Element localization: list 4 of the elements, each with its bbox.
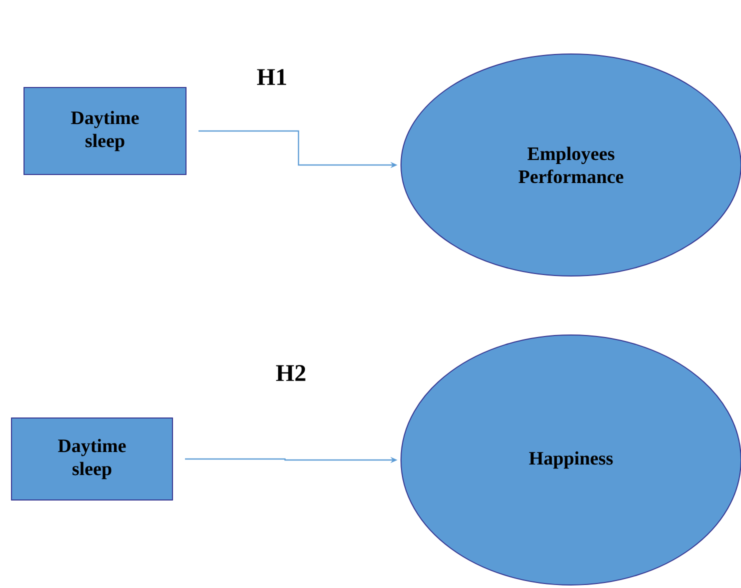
hypothesis-label: H1 bbox=[257, 69, 286, 85]
process-box: Daytime sleep bbox=[11, 417, 173, 500]
hypothesis-label: H2 bbox=[276, 365, 306, 381]
process-box: Daytime sleep bbox=[24, 87, 186, 175]
